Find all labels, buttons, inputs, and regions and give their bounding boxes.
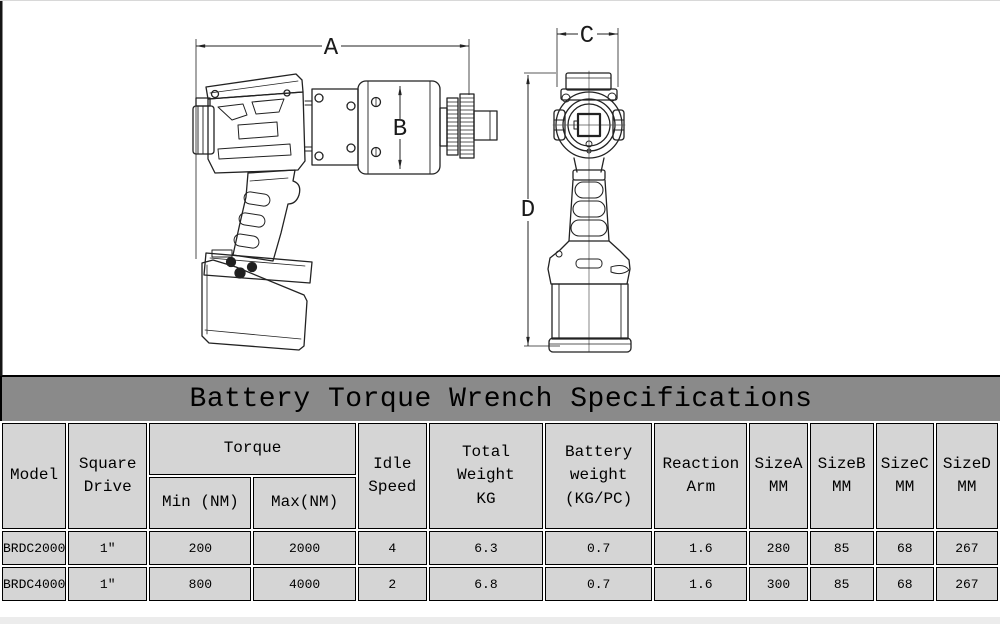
cell-total-weight: 6.3	[428, 531, 544, 565]
header-torque-min: Min (NM)	[149, 477, 252, 529]
table-row-brdc4000: BRDC4000 1″ 800 4000 2 6.8 0.7 1.6 300 8…	[2, 567, 998, 601]
cell-reaction-arm: 1.6	[654, 567, 748, 601]
header-torque-max: Max(NM)	[253, 477, 356, 529]
dim-a-label: A	[324, 35, 339, 62]
header-size-c: SizeC MM	[875, 423, 934, 529]
technical-drawing: A B C D	[0, 0, 1000, 376]
front-view	[547, 70, 632, 353]
dim-d-label: D	[521, 197, 535, 224]
drawing-frame-edge	[0, 1, 3, 376]
cell-torque-min: 200	[149, 531, 252, 565]
dim-b-label: B	[393, 116, 407, 143]
header-reaction-arm: Reaction Arm	[654, 423, 748, 529]
dimension-lines	[195, 28, 619, 347]
cell-square-drive: 1″	[68, 567, 148, 601]
header-size-b: SizeB MM	[809, 423, 874, 529]
header-idle-speed: Idle Speed	[357, 423, 427, 529]
header-row-sub: Min (NM) Max(NM)	[2, 477, 998, 529]
cell-size-d: 267	[935, 531, 998, 565]
cell-model: BRDC4000	[2, 567, 67, 601]
cell-idle-speed: 4	[357, 531, 427, 565]
cell-torque-max: 2000	[253, 531, 356, 565]
cell-size-b: 85	[809, 531, 874, 565]
cell-torque-max: 4000	[253, 567, 356, 601]
header-size-d: SizeD MM	[935, 423, 998, 529]
table-title: Battery Torque Wrench Specifications	[189, 383, 813, 415]
dim-c-label: C	[580, 23, 594, 50]
header-model: Model	[2, 423, 67, 529]
header-total-weight: Total Weight KG	[428, 423, 544, 529]
cell-total-weight: 6.8	[428, 567, 544, 601]
cell-size-c: 68	[875, 531, 934, 565]
cell-torque-min: 800	[149, 567, 252, 601]
side-view	[192, 73, 498, 351]
header-square-drive: Square Drive	[68, 423, 148, 529]
cell-battery-weight: 0.7	[545, 567, 653, 601]
torque-wrench-drawing: A B C D	[0, 1, 632, 376]
cell-size-a: 300	[749, 567, 808, 601]
bottom-edge-strip	[0, 617, 1000, 624]
header-torque: Torque	[149, 423, 356, 475]
cell-size-d: 267	[935, 567, 998, 601]
header-size-a: SizeA MM	[749, 423, 808, 529]
table-row-brdc2000: BRDC2000 1″ 200 2000 4 6.3 0.7 1.6 280 8…	[2, 531, 998, 565]
cell-reaction-arm: 1.6	[654, 531, 748, 565]
cell-idle-speed: 2	[357, 567, 427, 601]
cell-size-c: 68	[875, 567, 934, 601]
cell-size-a: 280	[749, 531, 808, 565]
header-battery-weight: Battery weight (KG/PC)	[545, 423, 653, 529]
table-title-bar: Battery Torque Wrench Specifications	[0, 375, 1000, 421]
spec-table: Model Square Drive Torque Idle Speed Tot…	[0, 421, 1000, 603]
cell-size-b: 85	[809, 567, 874, 601]
header-row-top: Model Square Drive Torque Idle Speed Tot…	[2, 423, 998, 529]
cell-battery-weight: 0.7	[545, 531, 653, 565]
cell-square-drive: 1″	[68, 531, 148, 565]
cell-model: BRDC2000	[2, 531, 67, 565]
